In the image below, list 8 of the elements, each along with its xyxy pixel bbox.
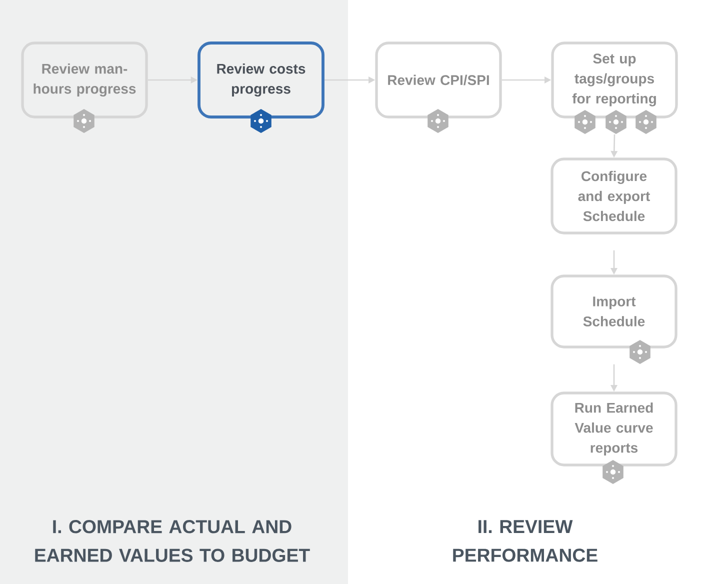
column-heading: II. REVIEW PERFORMANCE xyxy=(453,520,598,562)
process-box: Import Schedule xyxy=(550,274,678,348)
process-box: Review man-hours progress xyxy=(21,42,148,118)
process-box: Run Earned Value curve reports xyxy=(550,392,678,466)
process-box: Review costs progress xyxy=(198,42,324,118)
column-heading: I. COMPARE ACTUAL AND EARNED VALUES TO BUDGET xyxy=(35,520,310,562)
process-box: Configure and export Schedule xyxy=(550,158,678,234)
process-box: Review CPI/SPI xyxy=(375,42,502,118)
